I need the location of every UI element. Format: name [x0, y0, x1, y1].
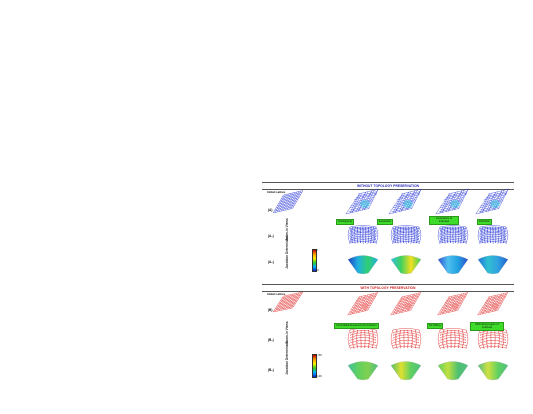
row-label-B1: (B₁) [268, 338, 274, 342]
top-jacobian-3 [477, 255, 509, 274]
top-lattice-highlight-2 [450, 200, 460, 208]
top-initial-lattice-label: Initial Lattice [267, 190, 286, 194]
top-jacobian-2 [437, 255, 469, 274]
bottom-colorbar-min: 0.46 [316, 374, 322, 378]
bottom-lattice-highlight-0 [361, 303, 369, 309]
annotation-expansion: Expansion [377, 219, 394, 225]
bottom-jacobian-2 [437, 361, 469, 380]
annotation-overlapping: Overlapping [336, 219, 354, 225]
bottom-zoom-1 [390, 328, 422, 349]
top-lattice-highlight-3 [490, 200, 500, 208]
top-lattice-1 [388, 188, 423, 215]
bottom-zoom-2 [437, 328, 469, 349]
top-zoom-0 [347, 225, 379, 244]
top-lattice-row [272, 188, 510, 380]
top-lattice-highlight-0 [360, 200, 370, 208]
row-label-A2: (A₂) [268, 260, 274, 264]
bottom-jacobian-0 [347, 361, 379, 380]
bottom-rule [262, 284, 514, 285]
bottom-lattice-3 [477, 292, 509, 316]
bottom-initial-lattice [272, 291, 304, 313]
row-label-B2: (B₂) [268, 368, 274, 372]
annotation-contraction: Contraction of Indented [429, 216, 459, 225]
annotation-no-folding: No folding [427, 323, 443, 329]
top-jacobian-1 [390, 255, 422, 274]
bottom-zoom-0 [347, 328, 379, 349]
top-lattice-2 [435, 188, 470, 215]
row-label-B: (B) [268, 308, 273, 312]
top-jacobian-0 [347, 255, 379, 274]
bottom-jacobian-label: Jacobian Determinant [285, 341, 290, 375]
top-initial-lattice [272, 190, 304, 214]
top-section-title: WITHOUT TOPOLOGY PRESERVATION [356, 184, 420, 188]
top-rule-2 [262, 189, 514, 190]
annotation-controllable: Controllable Expansion/Contraction [334, 323, 379, 329]
bottom-lattice-highlight-1 [404, 303, 412, 309]
bottom-jacobian-3 [477, 361, 509, 380]
bottom-lattice-1 [390, 292, 422, 316]
bottom-colorbar [312, 354, 317, 378]
row-label-A: (A) [268, 208, 273, 212]
bottom-section-title: WITH TOPOLOGY PRESERVATION [360, 286, 416, 290]
top-colorbar-min: -3 [316, 268, 319, 272]
annotation-distortion: Distortion [477, 219, 492, 225]
bottom-jacobian-1 [390, 361, 422, 380]
top-colorbar-max: 5 [316, 248, 318, 252]
bottom-zoom-3 [477, 328, 509, 349]
top-colorbar [312, 249, 317, 272]
bottom-rule-2 [262, 291, 514, 292]
bottom-colorbar-max: 1.56 [316, 353, 322, 357]
bottom-lattice-highlight-2 [451, 303, 459, 309]
row-label-A1: (A₁) [268, 234, 274, 238]
top-rule [262, 182, 514, 183]
top-zoom-2 [437, 225, 469, 244]
bottom-lattice-highlight-3 [491, 303, 499, 309]
top-zoom-1 [390, 225, 422, 244]
figure: WITHOUT TOPOLOGY PRESERVATION Initial La… [262, 182, 514, 394]
top-lattice-highlight-1 [403, 200, 413, 208]
bottom-initial-lattice-label: Initial Lattice [267, 292, 286, 296]
annotation-minimizing: Minimizing region of interests [470, 322, 504, 331]
top-zoom-3 [477, 225, 509, 244]
